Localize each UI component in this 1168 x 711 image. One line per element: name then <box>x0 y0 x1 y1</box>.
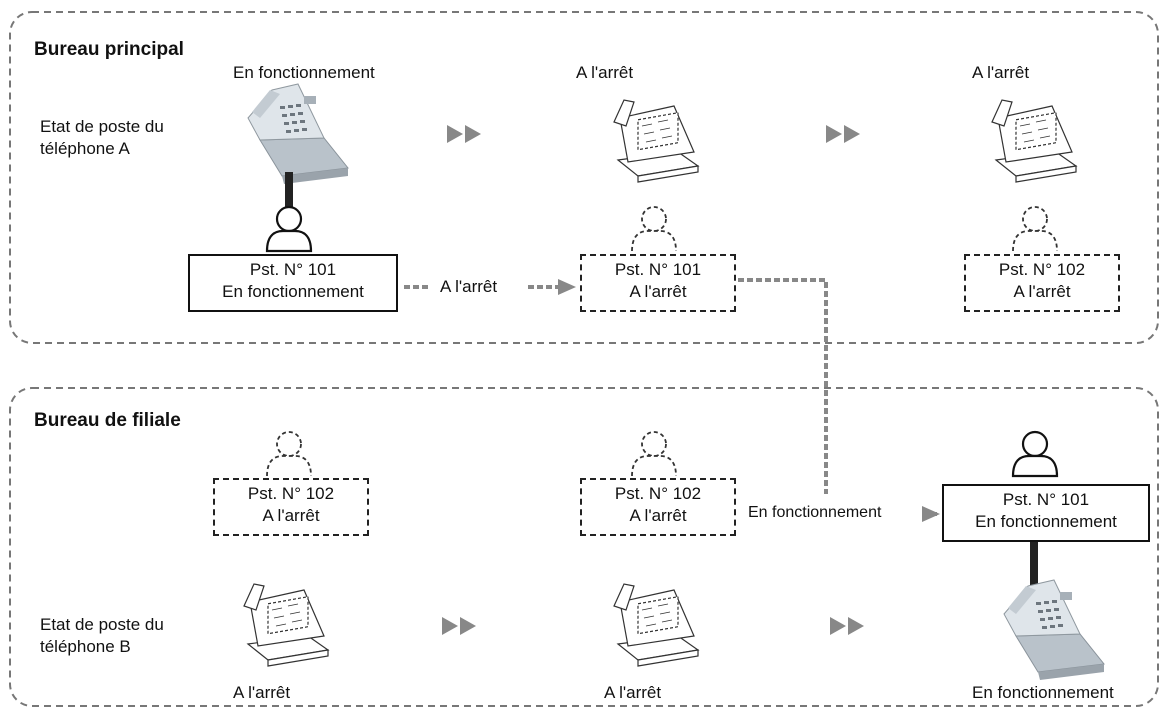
phone-b-status-1: A l'arrêt <box>233 683 291 702</box>
box-line2: A l'arrêt <box>629 506 687 525</box>
person-icon <box>1011 430 1059 478</box>
phone-b-row-label: Etat de poste du téléphone B <box>40 614 164 658</box>
box-line1: Pst. N° 102 <box>998 260 1086 279</box>
station-box-main-3: Pst. N° 102 A l'arrêt <box>964 254 1120 312</box>
box-line1: Pst. N° 102 <box>614 484 702 503</box>
station-box-branch-3: Pst. N° 101 En fonctionnement <box>942 484 1150 542</box>
phone-a-status-3: A l'arrêt <box>972 63 1030 82</box>
phone-a-status-2: A l'arrêt <box>576 63 634 82</box>
telephone-icon <box>247 83 349 185</box>
box-line1: Pst. N° 102 <box>247 484 335 503</box>
double-arrow-icon <box>826 125 860 143</box>
box-line1: Pst. N° 101 <box>1002 490 1090 509</box>
main-office-frame <box>9 11 1159 344</box>
box-line2: A l'arrêt <box>1013 282 1071 301</box>
box-line2: A l'arrêt <box>629 282 687 301</box>
person-icon <box>1012 206 1058 252</box>
main-office-title: Bureau principal <box>34 39 184 60</box>
station-box-main-1: Pst. N° 101 En fonctionnement <box>188 254 398 312</box>
phone-a-row-label: Etat de poste du téléphone A <box>40 116 164 160</box>
station-box-branch-2: Pst. N° 102 A l'arrêt <box>580 478 736 536</box>
person-icon <box>266 431 312 477</box>
row-label-line1: Etat de poste du <box>40 615 164 634</box>
double-arrow-icon <box>442 617 476 635</box>
row-label-line1: Etat de poste du <box>40 117 164 136</box>
person-icon <box>631 206 677 252</box>
telephone-icon <box>243 583 329 667</box>
box-line1: Pst. N° 101 <box>249 260 337 279</box>
arrow-label-main: A l'arrêt <box>440 277 498 296</box>
box-line2: A l'arrêt <box>262 506 320 525</box>
person-icon <box>265 205 313 253</box>
station-box-main-2: Pst. N° 101 A l'arrêt <box>580 254 736 312</box>
phone-b-status-2: A l'arrêt <box>604 683 662 702</box>
row-label-line2: téléphone B <box>40 637 131 656</box>
telephone-icon <box>613 583 699 667</box>
phone-a-status-1: En fonctionnement <box>233 63 375 82</box>
double-arrow-icon <box>447 125 481 143</box>
branch-office-frame <box>9 387 1159 707</box>
person-icon <box>631 431 677 477</box>
box-line2: En fonctionnement <box>222 282 364 301</box>
box-line2: En fonctionnement <box>975 512 1117 531</box>
telephone-icon <box>991 99 1077 183</box>
telephone-icon <box>1003 579 1105 681</box>
station-box-branch-1: Pst. N° 102 A l'arrêt <box>213 478 369 536</box>
branch-office-title: Bureau de filiale <box>34 410 181 431</box>
telephone-icon <box>613 99 699 183</box>
row-label-line2: téléphone A <box>40 139 130 158</box>
double-arrow-icon <box>830 617 864 635</box>
phone-b-status-3: En fonctionnement <box>972 683 1114 702</box>
box-line1: Pst. N° 101 <box>614 260 702 279</box>
arrow-label-branch: En fonctionnement <box>748 504 882 521</box>
